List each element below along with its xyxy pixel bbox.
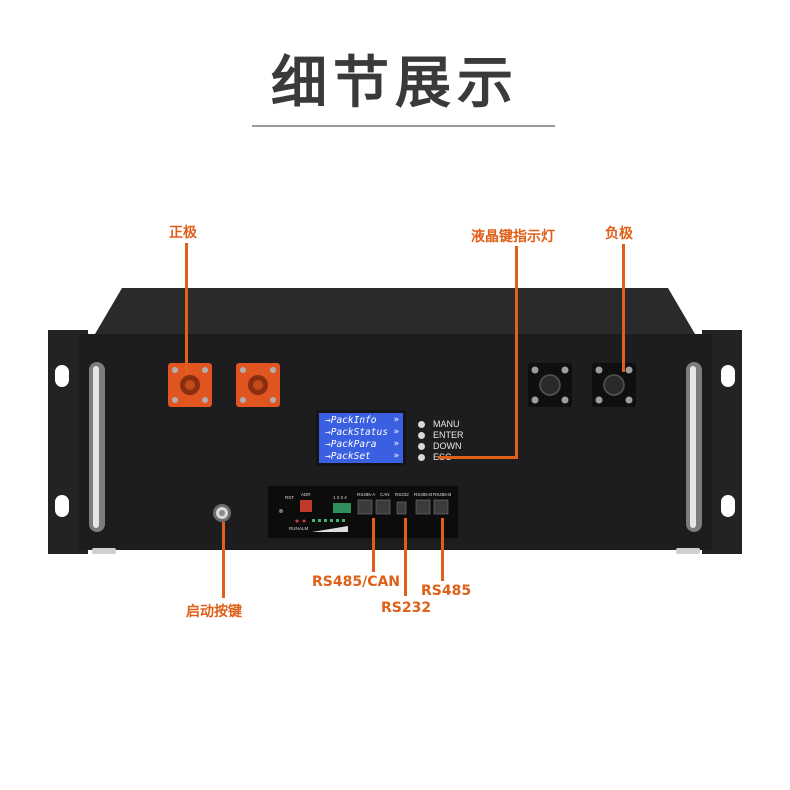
- lcd-arrow: »: [393, 439, 399, 449]
- enter-key: [418, 432, 425, 439]
- positive-terminal-1: [168, 363, 212, 407]
- lcd-text-area: →PackInfo » →PackStatus » →PackPara » →P…: [319, 413, 403, 463]
- lcd-line-packstatus: →PackStatus: [325, 427, 388, 438]
- negative-callout: 负极: [605, 226, 633, 242]
- rs485-can-callout: RS485/CAN: [312, 574, 401, 590]
- manu-key: [418, 421, 425, 428]
- port-label-rs485b-1: RS485-B: [414, 492, 433, 497]
- positive-leader-line: [185, 243, 188, 375]
- alm-led: [302, 519, 306, 523]
- negative-terminal-2: [592, 363, 636, 407]
- positive-terminal-2: [236, 363, 280, 407]
- port-label-rs485b-2: RS485-B: [433, 492, 452, 497]
- positive-callout: 正极: [169, 225, 197, 241]
- lcd-line-packinfo: →PackInfo: [325, 415, 377, 426]
- page-title: 细节展示: [271, 51, 519, 116]
- lcd-screen: [319, 413, 403, 463]
- title-divider: [252, 125, 555, 127]
- lcd-arrow: »: [393, 451, 399, 461]
- lcd-arrow: »: [393, 427, 399, 437]
- rst-label: RST: [285, 495, 294, 500]
- run-led: [295, 519, 299, 523]
- port-label-rs232: RS232: [395, 492, 409, 497]
- left-foot: [92, 548, 116, 554]
- terminal-block: [333, 503, 351, 513]
- soc-leds: [312, 519, 345, 522]
- rs485-leader-line: [441, 518, 444, 581]
- rs485-can-leader-line: [372, 518, 375, 572]
- lcd-keys-callout: 液晶键指示灯: [471, 229, 555, 245]
- adr-label: ADR: [301, 492, 311, 497]
- lcd-line-packpara: →PackPara: [325, 439, 377, 450]
- lcd-keys-leader-horizontal: [438, 456, 518, 459]
- lcd-line-packset: →PackSet: [325, 451, 371, 462]
- negative-terminal-1: [528, 363, 572, 407]
- run-label: RUN: [289, 526, 299, 531]
- start-button-graphic: [213, 504, 231, 522]
- dip-numbers-label: 1 2 3 4: [333, 495, 347, 500]
- soc-scale: [312, 526, 348, 532]
- rj45-ports: [357, 499, 449, 515]
- left-handle: [89, 362, 105, 532]
- right-foot: [676, 548, 700, 554]
- rs232-callout: RS232: [381, 600, 432, 616]
- alm-label: ALM: [299, 526, 309, 531]
- down-key-label: DOWN: [433, 441, 462, 451]
- negative-leader-line: [622, 244, 625, 372]
- start-button-callout: 启动按键: [186, 604, 242, 620]
- rs232-leader-line: [404, 518, 407, 596]
- port-label-rs485a: RS485-A: [357, 492, 376, 497]
- lcd-arrow: »: [393, 415, 399, 425]
- down-key: [418, 443, 425, 450]
- rs485-callout: RS485: [421, 583, 472, 599]
- rst-hole: [279, 509, 283, 513]
- start-button-leader-line: [222, 522, 225, 598]
- chassis-top: [95, 288, 695, 334]
- esc-key: [418, 454, 425, 461]
- right-handle: [686, 362, 702, 532]
- adr-dip-switch: [300, 500, 312, 512]
- enter-key-label: ENTER: [433, 430, 464, 440]
- port-label-can: CAN: [380, 492, 390, 497]
- manu-key-label: MANU: [433, 419, 460, 429]
- lcd-keys-leader-line: [515, 246, 518, 458]
